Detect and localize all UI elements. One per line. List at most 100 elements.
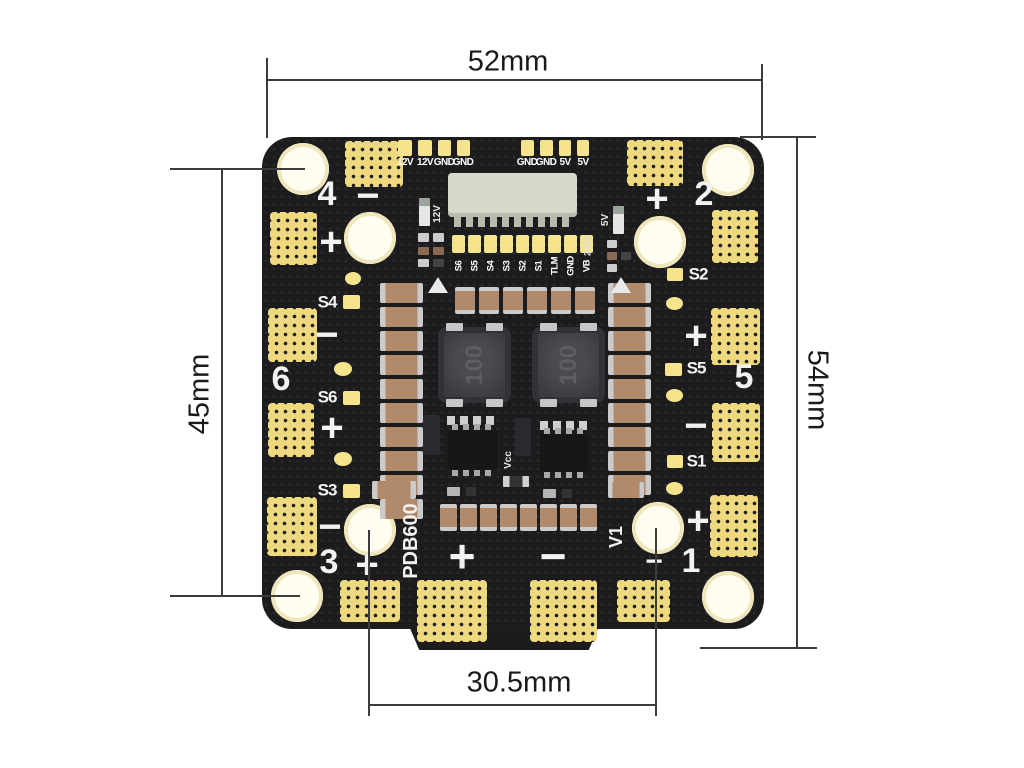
smd-component xyxy=(433,233,444,242)
dimension-line-hole-vertical xyxy=(221,169,223,596)
smd-component xyxy=(447,487,460,496)
smd-component xyxy=(433,247,444,255)
power-pad xyxy=(438,140,451,156)
v1-label: V1 xyxy=(606,525,626,549)
esc-signal-pad xyxy=(667,268,683,281)
capacitor xyxy=(455,287,475,314)
polarity-minus: − xyxy=(539,530,567,582)
mounting-hole xyxy=(634,216,686,268)
polarity-minus: − xyxy=(356,174,380,218)
inductor-lead xyxy=(486,323,503,331)
capacitor xyxy=(372,481,416,499)
signal-pad xyxy=(500,235,513,253)
power-pad xyxy=(521,140,534,156)
smd-component xyxy=(418,259,429,267)
jst-connector xyxy=(448,173,577,217)
capacitor xyxy=(380,499,423,519)
esc-signal-pad xyxy=(667,455,683,468)
signal-pad xyxy=(468,235,481,253)
capacitor xyxy=(380,331,423,351)
signal-pad-label: S5 xyxy=(469,260,481,272)
power-pad xyxy=(540,140,553,156)
smd-component xyxy=(621,252,631,260)
polarity-minus: − xyxy=(315,313,339,357)
power-pad xyxy=(559,140,571,156)
mounting-hole xyxy=(702,144,754,196)
solder-pad xyxy=(712,403,760,462)
solder-pad xyxy=(268,308,317,362)
polarity-plus: + xyxy=(355,543,379,587)
dimension-extension-line xyxy=(170,595,300,597)
capacitor xyxy=(380,379,423,399)
esc-signal-pad xyxy=(343,295,360,309)
direction-arrow-icon xyxy=(428,277,448,293)
esc-signal-pad xyxy=(665,363,682,376)
smd-component xyxy=(433,259,444,267)
capacitor xyxy=(480,504,497,531)
inductor-100: 100 xyxy=(438,323,511,407)
capacitor xyxy=(380,403,423,423)
regulator-ic xyxy=(540,428,588,478)
signal-pad-label: VB xyxy=(581,259,593,273)
direction-arrow-icon xyxy=(611,277,631,293)
smd-component xyxy=(418,233,429,242)
solder-pad xyxy=(712,210,758,263)
via-pad xyxy=(345,272,361,285)
signal-pad-label: S6 xyxy=(453,260,465,272)
dimension-extension-line xyxy=(700,647,817,649)
solder-pad xyxy=(270,212,317,265)
capacitor xyxy=(503,287,523,314)
pad-label-gnd: GND xyxy=(452,157,474,168)
capacitor xyxy=(520,504,537,531)
signal-label-s1: S1 xyxy=(686,451,707,471)
dimension-extension-line xyxy=(761,64,763,140)
motor-number-5: 5 xyxy=(734,358,754,396)
dimension-label-height: 54mm xyxy=(801,349,834,431)
inductor-100: 100 xyxy=(532,323,605,407)
inductor-lead xyxy=(540,399,557,407)
polarity-plus: + xyxy=(645,177,669,221)
smd-component xyxy=(503,476,529,487)
signal-pad-label: S3 xyxy=(501,260,513,272)
pad-label-gnd: GND xyxy=(433,157,455,168)
solder-pad xyxy=(627,140,683,186)
capacitor xyxy=(551,287,571,314)
polarity-plus: + xyxy=(448,530,476,582)
via-pad xyxy=(666,297,683,310)
mounting-hole xyxy=(702,571,754,623)
capacitor xyxy=(500,504,517,531)
signal-pad xyxy=(564,235,577,253)
signal-pad-label: S1 xyxy=(533,260,545,272)
signal-pad xyxy=(452,235,465,253)
smd-component xyxy=(543,489,556,498)
pad-label-12v: 12V xyxy=(397,157,414,168)
capacitor xyxy=(608,403,651,423)
capacitor xyxy=(608,355,651,375)
capacitor xyxy=(527,287,547,314)
signal-label-s2: S2 xyxy=(688,264,709,284)
capacitor xyxy=(608,451,651,471)
inductor-value-label: 100 xyxy=(460,344,488,386)
led-5v xyxy=(613,206,624,234)
dimension-extension-line xyxy=(655,528,657,716)
motor-number-4: 4 xyxy=(317,175,337,213)
power-pad xyxy=(418,140,432,156)
polarity-minus: − xyxy=(318,505,342,549)
capacitor xyxy=(608,427,651,447)
via-pad xyxy=(334,452,352,466)
capacitor xyxy=(460,504,477,531)
solder-pad xyxy=(417,580,487,642)
led-label-5v: 5V xyxy=(600,213,611,227)
smd-component xyxy=(466,487,476,496)
inductor-lead xyxy=(446,323,463,331)
led-label-12v: 12V xyxy=(432,205,443,223)
smd-component xyxy=(607,264,617,272)
dimension-label-hole-horizontal: 30.5mm xyxy=(466,666,572,699)
ic-pads xyxy=(540,421,590,430)
dimension-extension-line xyxy=(368,530,370,716)
pad-label-gnd: GND xyxy=(516,157,538,168)
power-pad xyxy=(398,140,412,156)
smd-component xyxy=(607,240,617,248)
signal-label-s4: S4 xyxy=(317,292,338,312)
via-pad xyxy=(666,482,683,495)
